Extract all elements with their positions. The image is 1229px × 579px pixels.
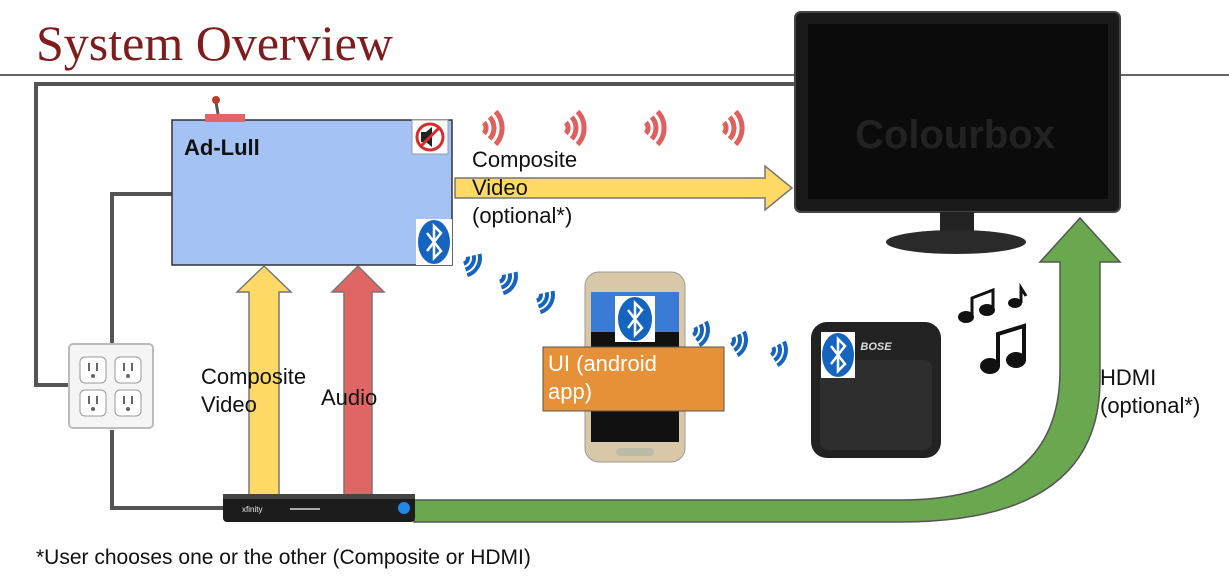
page-title: System Overview [36, 15, 393, 71]
ui-app-line1: UI (android [548, 351, 657, 376]
bt-wave [539, 290, 555, 315]
bt-wave [776, 340, 788, 367]
ui-app-line2: app) [548, 379, 593, 404]
bt-wave [736, 330, 748, 357]
bt-wave [691, 326, 698, 337]
composite-out-line1: Composite [472, 147, 578, 172]
wall-outlet-icon [68, 343, 154, 429]
bt-wave [769, 346, 776, 357]
mute-icon [411, 119, 449, 155]
audio-in-arrow [330, 264, 386, 496]
bt-wave [502, 271, 518, 296]
ad-lull-device [171, 96, 453, 266]
power-wiring [34, 82, 795, 510]
cable-box-brand: xfinity [242, 505, 262, 514]
audio-label: Audio [321, 385, 378, 410]
ir-wave [481, 120, 489, 136]
footnote: *User chooses one or the other (Composit… [36, 546, 531, 569]
composite-in-line2: Video [201, 392, 257, 417]
bt-wave [698, 320, 710, 347]
hdmi-label: HDMI (optional*) [1100, 364, 1200, 420]
composite-out-line3: (optional*) [472, 203, 573, 228]
bt-wave [462, 256, 470, 266]
ir-wave [563, 120, 571, 136]
speaker-brand: BOSE [860, 341, 892, 353]
ir-wave [649, 115, 659, 141]
ir-wave [727, 115, 737, 141]
ir-signal-waves [481, 109, 745, 147]
composite-in-label: Composite Video [201, 363, 306, 419]
ir-wave [643, 120, 651, 136]
hdmi-line2: (optional*) [1100, 393, 1201, 418]
bluetooth-icon [416, 219, 452, 265]
ir-wave [569, 115, 579, 141]
bt-wave [464, 254, 477, 272]
composite-out-label: Composite Video (optional*) [472, 146, 577, 230]
ir-wave [655, 109, 667, 147]
bt-wave [466, 253, 482, 278]
ir-wave [493, 109, 505, 147]
ir-wave [721, 120, 729, 136]
bt-wave [537, 291, 550, 309]
ir-wave [733, 109, 745, 147]
bt-wave [695, 323, 704, 342]
ui-app-label: UI (android app) [548, 350, 720, 406]
composite-in-line1: Composite [201, 364, 307, 389]
tv-watermark: Colourbox [855, 113, 1055, 157]
composite-in-arrow [235, 264, 293, 496]
bt-wave [535, 293, 543, 303]
ir-wave [575, 109, 587, 147]
composite-out-line2: Video [472, 175, 528, 200]
ir-wave [487, 115, 497, 141]
music-notes-icon [958, 282, 1028, 374]
device-label: Ad-Lull [184, 135, 260, 160]
hdmi-line1: HDMI [1100, 365, 1157, 390]
bt-wave [773, 343, 782, 362]
cable-box-icon: xfinity [223, 494, 415, 522]
bluetooth-signal-waves [462, 253, 788, 367]
bt-wave [733, 333, 742, 352]
speaker-icon: BOSE [811, 322, 941, 458]
hdmi-arrow [413, 216, 1122, 523]
bt-wave [500, 272, 513, 290]
ui-app-box [542, 346, 725, 412]
bt-wave [729, 336, 736, 347]
bt-wave [498, 274, 506, 284]
television-icon: Colourbox [794, 11, 1121, 254]
composite-out-arrow [454, 164, 794, 212]
